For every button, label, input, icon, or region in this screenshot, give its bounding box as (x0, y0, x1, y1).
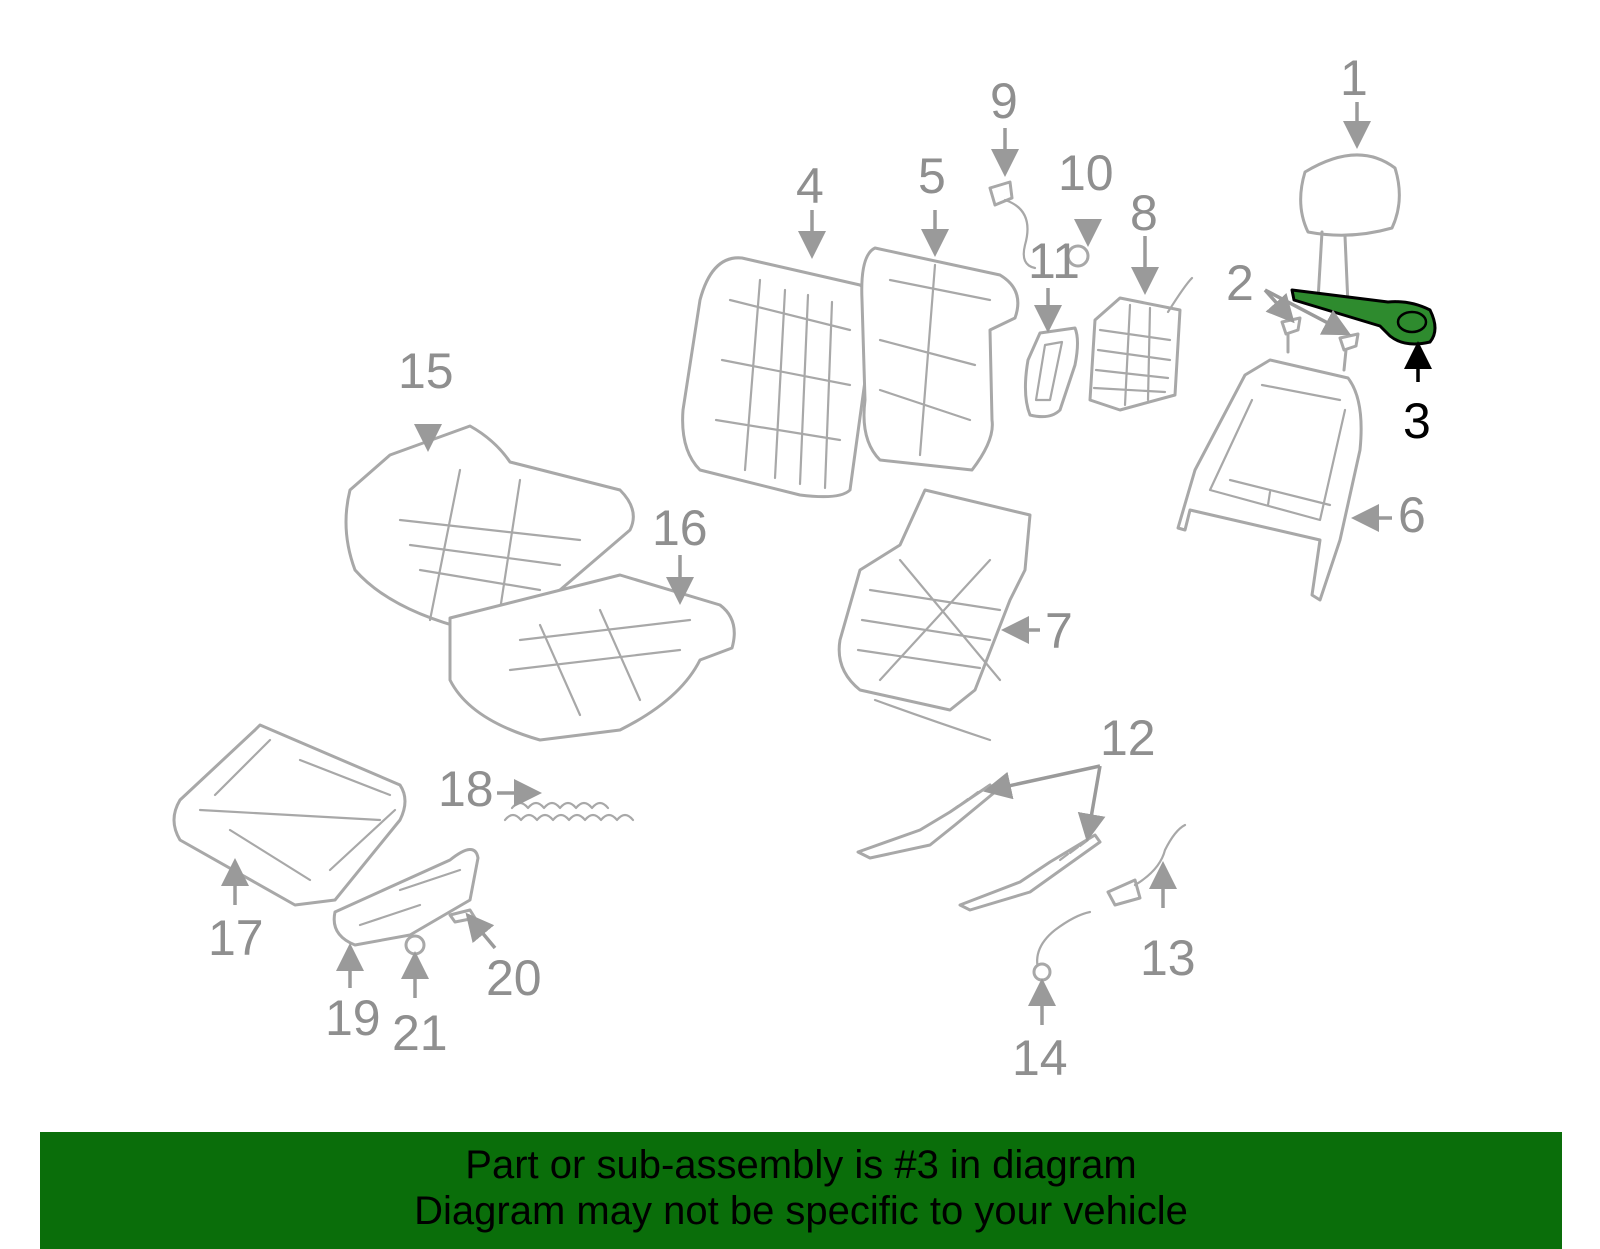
callout-19: 19 (325, 990, 381, 1046)
callout-14: 14 (1012, 1030, 1068, 1086)
seat-track-frame-part-17[interactable] (172, 723, 407, 907)
callout-8: 8 (1130, 185, 1158, 241)
headrest-guide-part[interactable] (1280, 316, 1360, 372)
callout-1: 1 (1340, 50, 1368, 106)
seat-parts-diagram: 1 2 3 4 5 6 7 8 9 10 11 12 13 14 15 16 1… (172, 50, 1437, 1086)
nut-part-21[interactable] (404, 934, 426, 956)
callout-15: 15 (398, 343, 454, 399)
wire-part-9[interactable] (988, 180, 1037, 270)
callout-2: 2 (1226, 255, 1254, 311)
side-cover-part-19[interactable] (332, 848, 480, 947)
notice-banner: Part or sub-assembly is #3 in diagram Di… (40, 1132, 1562, 1249)
adjuster-part-12[interactable] (856, 783, 1102, 912)
leader-lines (221, 102, 1432, 1025)
lumbar-frame-part-8[interactable] (1088, 276, 1194, 412)
callout-9: 9 (990, 73, 1018, 129)
handle-part-14[interactable] (1032, 910, 1092, 982)
banner-line-disclaimer: Diagram may not be specific to your vehi… (414, 1189, 1188, 1233)
spring-frame-part-7[interactable] (837, 488, 1032, 742)
callout-3: 3 (1403, 393, 1431, 449)
seatback-pad-part[interactable] (860, 246, 1020, 472)
callout-4: 4 (796, 158, 824, 214)
highlighted-part-3[interactable] (1290, 288, 1437, 346)
callout-18: 18 (438, 761, 494, 817)
headrest-part[interactable] (1299, 153, 1401, 307)
seatback-cover-part[interactable] (681, 256, 877, 499)
lumbar-part-11[interactable] (1023, 326, 1079, 419)
callout-20: 20 (486, 950, 542, 1006)
callout-16: 16 (652, 500, 708, 556)
callout-21: 21 (392, 1005, 448, 1061)
banner-line-part: Part or sub-assembly is #3 in diagram (465, 1143, 1137, 1187)
callout-13: 13 (1140, 930, 1196, 986)
callout-labels: 1 2 3 4 5 6 7 8 9 10 11 12 13 14 15 16 1… (208, 50, 1431, 1086)
callout-6: 6 (1398, 487, 1426, 543)
callout-10: 10 (1058, 145, 1114, 201)
callout-12: 12 (1100, 710, 1156, 766)
callout-11: 11 (1028, 233, 1080, 289)
seat-cushion-pad-part-16[interactable] (448, 573, 736, 742)
callout-7: 7 (1045, 603, 1073, 659)
callout-5: 5 (918, 148, 946, 204)
spring-part-18[interactable] (503, 801, 635, 822)
callout-17: 17 (208, 910, 264, 966)
seatback-frame-part-6[interactable] (1176, 358, 1363, 602)
sensor-part-13[interactable] (1106, 823, 1187, 907)
